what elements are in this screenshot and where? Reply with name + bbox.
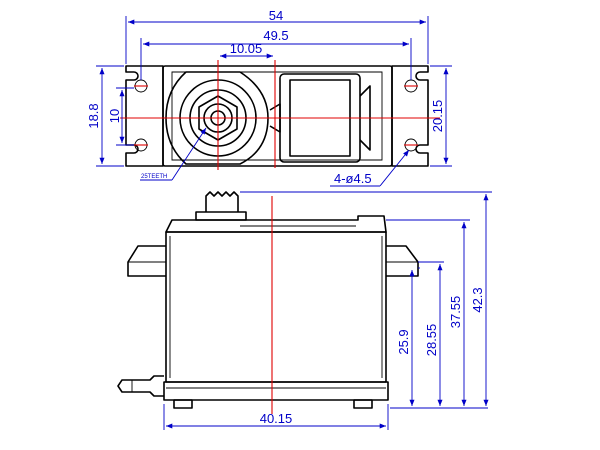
bottom-foot bbox=[173, 399, 193, 409]
case-top-outline bbox=[162, 65, 393, 167]
bottom-foot bbox=[353, 399, 373, 409]
dim-mount-width: 20.15 bbox=[430, 100, 445, 133]
cable-exit-icon bbox=[117, 375, 164, 397]
mount-tab-left bbox=[127, 245, 166, 277]
dim-top-height: 37.55 bbox=[448, 296, 463, 329]
case-body bbox=[165, 231, 387, 383]
bottom-cover bbox=[163, 381, 389, 401]
mounting-flange-right bbox=[391, 65, 429, 167]
dim-case-height: 28.55 bbox=[424, 324, 439, 357]
dim-tab-height: 25.9 bbox=[396, 329, 411, 354]
leader-holes bbox=[379, 149, 410, 187]
top-view: 54 49.5 10.05 18.8 10 20.15 4-ø4.5 25TEE… bbox=[86, 8, 452, 187]
dim-body-height: 18.8 bbox=[86, 103, 101, 128]
mount-tab-right bbox=[386, 245, 419, 277]
dim-overall-width: 54 bbox=[269, 8, 283, 23]
gear-housing bbox=[165, 71, 269, 165]
spline-label: 25TEETH bbox=[141, 174, 167, 180]
gear-boss bbox=[195, 211, 247, 221]
leader-spline bbox=[171, 127, 207, 181]
dim-holes: 4-ø4.5 bbox=[334, 171, 372, 186]
dim-hole-gap: 10 bbox=[107, 109, 122, 123]
side-view: 40.15 25.9 28.55 37.55 42.3 bbox=[117, 191, 492, 430]
dim-shaft-offset: 10.05 bbox=[230, 41, 263, 56]
output-spline-icon bbox=[205, 191, 239, 212]
dim-case-width: 40.15 bbox=[260, 411, 293, 426]
case-top-inner bbox=[171, 71, 383, 161]
dim-overall-height: 42.3 bbox=[470, 287, 485, 312]
dim-hole-spacing: 49.5 bbox=[263, 28, 288, 43]
top-cover bbox=[165, 215, 387, 233]
